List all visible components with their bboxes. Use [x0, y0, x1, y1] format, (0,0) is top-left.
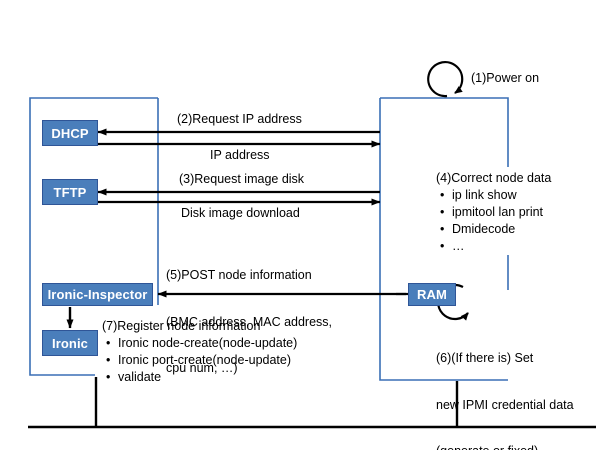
node-label-tftp: TFTP — [53, 184, 87, 200]
bullet-icon: • — [106, 353, 111, 367]
power-on-loop-arrow — [427, 61, 464, 98]
node-box-ironic-inspector[interactable]: Ironic-Inspector — [42, 283, 153, 306]
node-box-ram[interactable]: RAM — [408, 283, 456, 306]
bullet-icon: • — [106, 336, 111, 350]
label-request-image-disk: (3)Request image disk — [179, 172, 305, 186]
register-node-item: • Ironic node-create(node-update) — [102, 335, 297, 352]
post-node-info-line-3: cpu num, …) — [166, 361, 238, 375]
register-node-information-block: (7)Register node information • Ironic no… — [102, 318, 297, 386]
set-ipmi-line-1: (6)(If there is) Set — [436, 351, 534, 365]
correct-node-data-item: • ip link show — [436, 187, 551, 204]
correct-node-data-item: • Dmidecode — [436, 221, 551, 238]
node-label-dhcp: DHCP — [51, 125, 89, 141]
node-label-ironic-inspector: Ironic-Inspector — [47, 287, 148, 302]
set-ipmi-line-2: new IPMI credential data — [436, 397, 574, 412]
register-node-item: • Ironic port-create(node-update) — [102, 352, 297, 369]
node-box-ironic[interactable]: Ironic — [42, 330, 98, 356]
label-disk-image-download: Disk image download — [181, 206, 300, 220]
bullet-icon: • — [440, 188, 445, 202]
correct-node-data-block: (4)Correct node data • ip link show • ip… — [436, 170, 551, 255]
node-label-ram: RAM — [417, 287, 447, 302]
register-node-item-label: validate — [118, 370, 162, 384]
node-label-ironic: Ironic — [52, 335, 88, 351]
label-request-ip: (2)Request IP address — [177, 112, 302, 126]
bullet-icon: • — [106, 370, 111, 384]
post-node-info-line-2: (BMC address, MAC address, — [166, 314, 333, 329]
bullet-icon: • — [440, 222, 445, 236]
correct-node-data-item-label: ip link show — [452, 188, 517, 202]
label-post-node-information: (5)POST node information (BMC address, M… — [166, 237, 332, 408]
set-ipmi-line-3: (generate or fixed) — [436, 444, 574, 450]
correct-node-data-title: (4)Correct node data — [436, 171, 552, 185]
register-node-item: • validate — [102, 369, 297, 386]
correct-node-data-item-label: Dmidecode — [452, 222, 516, 236]
label-set-ipmi-credential: (6)(If there is) Set new IPMI credential… — [436, 320, 574, 450]
register-node-title: (7)Register node information — [102, 319, 261, 333]
bullet-icon: • — [440, 239, 445, 253]
post-node-info-line-1: (5)POST node information — [166, 268, 312, 282]
correct-node-data-item: • … — [436, 238, 551, 255]
register-node-item-label: Ironic port-create(node-update) — [118, 353, 292, 367]
correct-node-data-item: • ipmitool lan print — [436, 204, 551, 221]
node-box-tftp[interactable]: TFTP — [42, 179, 98, 205]
label-power-on: (1)Power on — [471, 71, 540, 85]
register-node-item-label: Ironic node-create(node-update) — [118, 336, 298, 350]
correct-node-data-item-label: ipmitool lan print — [452, 205, 544, 219]
label-ip-address: IP address — [210, 148, 270, 162]
bullet-icon: • — [440, 205, 445, 219]
node-box-dhcp[interactable]: DHCP — [42, 120, 98, 146]
correct-node-data-item-label: … — [452, 239, 465, 253]
